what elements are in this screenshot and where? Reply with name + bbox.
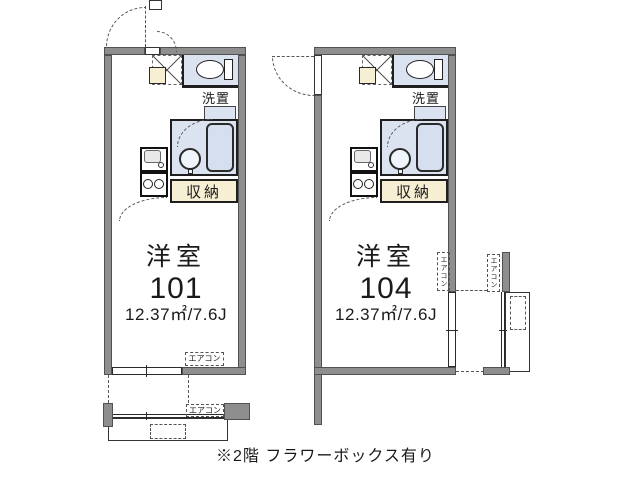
window-tick: [448, 292, 456, 293]
toilet-tank-icon: [224, 59, 233, 80]
entrance-door-swing-arc: [272, 56, 314, 96]
room-type-label: 洋室: [355, 243, 416, 271]
boundary-dashed-line: [108, 375, 109, 403]
washbasin-tap: [188, 169, 193, 174]
aircon-indoor-box: エアコン: [437, 252, 450, 291]
toilet-tank-icon: [434, 59, 443, 80]
toilet-icon: [406, 60, 434, 79]
room-area-label: 12.37㎡/7.6J: [335, 304, 437, 324]
washbasin-tap: [398, 169, 403, 174]
laundry-space-label: 洗置: [411, 90, 440, 106]
room-label-group: 洋室 101 12.37㎡/7.6J: [112, 243, 240, 325]
room-door-swing-arc: [329, 197, 377, 221]
aircon-outdoor-label: エアコン: [189, 405, 221, 415]
stove-burner-left: [143, 179, 153, 189]
room-type-label: 洋室: [145, 243, 206, 271]
balcony-rail-tick: [499, 330, 507, 331]
wall-segment: [314, 367, 456, 375]
partition-wall: [392, 55, 394, 88]
aircon-indoor-box: エアコン: [185, 352, 224, 366]
partition-wall: [392, 85, 448, 88]
room-label-group: 洋室 104 12.37㎡/7.6J: [322, 243, 450, 325]
washbasin-icon: [389, 148, 411, 170]
wall-segment: [314, 95, 322, 425]
wall-segment: [104, 47, 145, 55]
room-area-label: 12.37㎡/7.6J: [125, 304, 227, 324]
balcony-side-wall: [502, 252, 510, 292]
stove-burner-right: [154, 179, 164, 189]
room-door-swing-arc: [119, 197, 167, 221]
window: [112, 367, 182, 375]
stove-burner-left: [353, 179, 363, 189]
floor-note: ※2階 フラワーボックス有り: [216, 448, 435, 465]
wall-segment: [182, 367, 246, 375]
entrance-doorway: [314, 55, 322, 95]
wall-segment: [448, 55, 456, 292]
kitchen-sink-basin: [144, 150, 161, 163]
boundary-dashed-line: [456, 371, 484, 372]
window-tick: [448, 366, 456, 367]
entrance-top-box: [149, 0, 162, 10]
storage-closet-label: 収納: [395, 183, 432, 201]
shoe-cabinet-box: [359, 67, 376, 84]
balcony: [108, 418, 228, 441]
aircon-outdoor-label: エアコン: [490, 257, 497, 289]
unit-number: 104: [359, 271, 413, 305]
wall-segment: [104, 55, 112, 375]
entrance-door-swing-arc: [106, 7, 145, 47]
balcony: [505, 292, 530, 372]
aircon-outdoor-unit-box: [150, 424, 186, 439]
inner-door-swing-arc: [157, 31, 177, 52]
window-tick: [112, 367, 113, 375]
aircon-outdoor-box: エアコン: [186, 404, 224, 417]
storage-closet: 収納: [170, 179, 238, 203]
storage-closet: 収納: [380, 179, 448, 203]
boundary-dashed-line: [456, 290, 487, 291]
laundry-space-label: 洗置: [201, 90, 230, 106]
aircon-indoor-label: エアコン: [188, 354, 221, 363]
balcony-bottom-wall: [483, 367, 510, 375]
unit-number: 101: [149, 271, 203, 305]
aircon-indoor-label: エアコン: [440, 255, 447, 288]
balcony-side-wall: [103, 403, 113, 427]
toilet-icon: [196, 60, 224, 79]
window-tick: [446, 330, 458, 331]
partition-wall: [182, 85, 238, 88]
storage-closet-label: 収納: [185, 183, 222, 201]
washing-machine-pan: [414, 106, 446, 120]
aircon-outdoor-unit-box: [510, 296, 526, 330]
washing-machine-pan: [204, 106, 236, 120]
window: [448, 292, 456, 367]
window-tick: [146, 365, 147, 377]
wall-segment: [314, 47, 456, 55]
aircon-outdoor-box: エアコン: [487, 254, 500, 292]
wall-segment: [160, 47, 246, 55]
balcony-rail: [112, 414, 224, 418]
wall-segment: [238, 55, 246, 375]
kitchen-sink-basin: [354, 150, 371, 163]
washbasin-icon: [179, 148, 201, 170]
balcony-partition-wall: [224, 403, 250, 420]
balcony-rail-tick: [146, 412, 147, 420]
kitchen-sink-drain: [158, 162, 164, 168]
boundary-dashed-line: [188, 375, 189, 403]
partition-wall: [182, 55, 184, 88]
entrance-door-leaf: [145, 6, 146, 47]
shoe-cabinet-box: [149, 67, 166, 84]
kitchen-sink-drain: [368, 162, 374, 168]
window-tick: [181, 367, 182, 375]
stove-burner-right: [364, 179, 374, 189]
